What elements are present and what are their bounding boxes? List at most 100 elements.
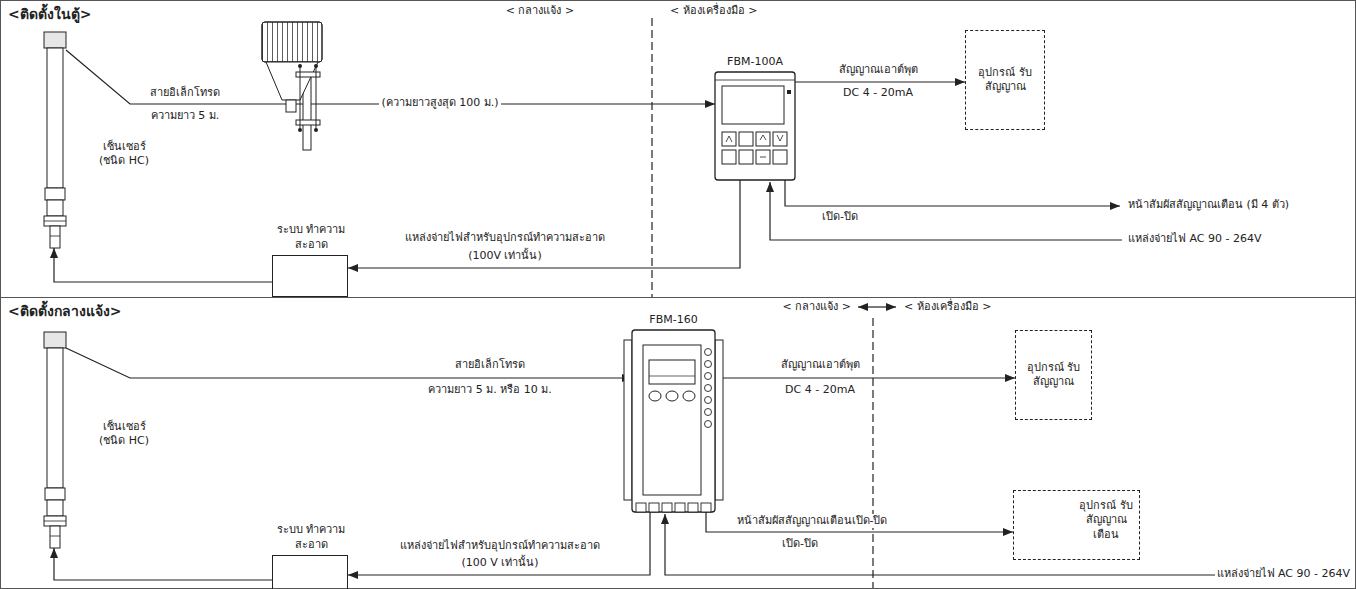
text-label: < กลางแจ้ง >	[504, 4, 576, 18]
junction-box	[300, 66, 301, 130]
fbm-100a-unit	[773, 150, 787, 164]
edge-label: แหล่งจ่ายไฟสำหรับอุปกรณ์ทำความสะอาด	[403, 231, 607, 245]
edge-label: สายอิเล็กโทรด	[148, 86, 222, 100]
sensor-probe	[44, 332, 66, 548]
install-panel: <ติดตั้งในตู้> เซ็นเซอร์ (ชนิด HC) FBM-100…	[0, 0, 1356, 298]
sensor-probe	[44, 32, 66, 548]
sensor-node: เซ็นเซอร์ (ชนิด HC)	[42, 332, 66, 548]
text-label: (100V เท่านั้น)	[466, 249, 544, 263]
junction-box	[298, 128, 302, 132]
node-label: ระบบ ทำความสะอาด	[273, 523, 349, 552]
divider-line	[858, 306, 873, 307]
fbm-160-unit	[624, 330, 723, 512]
junction-box	[286, 100, 296, 112]
divider-line	[873, 306, 896, 307]
text-label: DC 4 - 20mA	[783, 383, 857, 397]
cleaning-system-box: ระบบ ทำความสะอาด	[272, 555, 348, 589]
fbm-100a-unit	[787, 90, 791, 94]
fbm-160-unit	[705, 397, 712, 404]
fbm-100a-unit	[715, 72, 795, 180]
connector	[66, 348, 632, 378]
junction-box	[262, 22, 322, 62]
signal-wire	[665, 514, 1345, 575]
connector	[715, 377, 1015, 378]
fbm-160-unit	[649, 391, 661, 401]
fbm-160-unit	[705, 421, 712, 428]
fbm-160-unit	[649, 376, 695, 377]
edge-label: สายอิเล็กโทรด	[453, 358, 527, 372]
fbm-100a-unit	[739, 150, 753, 164]
connector	[54, 548, 272, 580]
fbm-160-unit	[688, 503, 698, 512]
node-label: เซ็นเซอร์ (ชนิด HC)	[88, 420, 160, 449]
sensor-probe	[44, 32, 66, 248]
divider-line	[652, 18, 896, 589]
fbm-100a-unit	[715, 72, 795, 180]
fbm-100a-unit	[722, 150, 736, 164]
fbm-160-unit	[705, 361, 712, 368]
connector	[54, 248, 272, 282]
fbm-100a-unit	[773, 132, 787, 146]
converter-unit: FBM-160	[632, 330, 715, 512]
divider-line	[651, 18, 652, 297]
fbm-160-unit	[666, 391, 678, 401]
signal-wire	[785, 180, 1120, 206]
edge-label: สัญญาณเอาต์พุต	[837, 63, 920, 77]
divider-line	[872, 318, 873, 589]
fbm-100a-unit	[715, 80, 795, 81]
fbm-160-unit	[643, 345, 701, 495]
text-label: แหล่งจ่ายไฟ AC 90 - 264V	[1126, 232, 1264, 246]
text-label: เปิด-ปิด	[780, 537, 820, 551]
fbm-160-unit	[705, 373, 712, 380]
junction-box	[266, 62, 318, 100]
receiver-box: อุปกรณ์ รับสัญญาณ	[965, 30, 1045, 130]
text-label: < กลางแจ้ง >	[781, 300, 853, 314]
text-label: < ห้องเครื่องมือ >	[902, 300, 993, 314]
signal-wire	[770, 182, 1122, 240]
panel-heading: <ติดตั้งในตู้>	[8, 5, 91, 23]
edge-label: สัญญาณเอาต์พุต	[779, 358, 862, 372]
fbm-160-unit	[683, 391, 695, 401]
connector	[706, 512, 1013, 532]
junction-box	[298, 64, 302, 68]
node-label: ระบบ ทำความสะอาด	[273, 223, 349, 252]
fbm-100a-unit	[756, 132, 770, 146]
fbm-100a-unit	[722, 132, 736, 146]
fbm-100a-unit	[739, 132, 753, 146]
text-label: เปิด-ปิด	[820, 210, 860, 224]
signal-wire	[665, 180, 1345, 575]
text-label: ความยาว 5 ม.	[149, 109, 222, 123]
node-label: FBM-100A	[705, 55, 805, 69]
node-label: อุปกรณ์ รับสัญญาณ เตือน	[1074, 499, 1138, 542]
install-panel: <ติดตั้งกลางแจ้ง> เซ็นเซอร์ (ชนิด HC) FBM-…	[0, 297, 1356, 589]
node-label: อุปกรณ์ รับสัญญาณ	[966, 66, 1044, 95]
text-label: DC 4 - 20mA	[841, 86, 915, 100]
connector	[795, 81, 965, 82]
node-label: FBM-160	[622, 313, 725, 327]
junction-box	[314, 64, 318, 68]
panel-heading: <ติดตั้งกลางแจ้ง>	[8, 302, 121, 320]
text-label: แหล่งจ่ายไฟ AC 90 - 264V	[1215, 567, 1353, 581]
fbm-160-unit	[701, 503, 711, 512]
fbm-100a-unit	[726, 135, 783, 157]
fbm-160-unit	[624, 340, 632, 500]
node-label: เซ็นเซอร์ (ชนิด HC)	[88, 140, 160, 169]
fbm-160-unit	[715, 340, 723, 500]
edge-label: หน้าสัมผัสสัญญาณเตือนเปิด-ปิด	[735, 514, 890, 528]
fbm-100a-unit	[722, 86, 784, 124]
fbm-160-unit	[636, 503, 646, 512]
fbm-160-unit	[649, 503, 659, 512]
junction-box	[316, 66, 317, 130]
text-label: (ความยาวสูงสุด 100 ม.)	[379, 96, 500, 110]
text-label: ความยาว 5 ม. หรือ 10 ม.	[426, 383, 553, 397]
fbm-160-unit	[649, 360, 695, 384]
edge-label: แหล่งจ่ายไฟสำหรับอุปกรณ์ทำความสะอาด	[398, 539, 602, 553]
text-label: (100 V เท่านั้น)	[459, 556, 540, 570]
fbm-160-unit	[662, 503, 672, 512]
fbm-160-unit	[675, 503, 685, 512]
fbm-160-unit	[632, 330, 715, 512]
node-label: อุปกรณ์ รับสัญญาณ	[1016, 361, 1091, 390]
text-label: < ห้องเครื่องมือ >	[668, 4, 759, 18]
fbm-160-unit	[705, 385, 712, 392]
cleaning-system-box: ระบบ ทำความสะอาด	[272, 255, 348, 297]
